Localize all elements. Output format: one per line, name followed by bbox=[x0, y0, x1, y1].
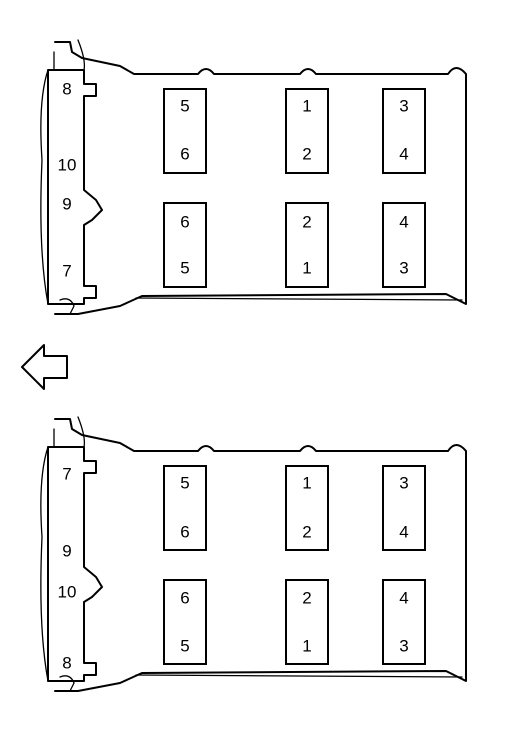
bolt-number: 3 bbox=[399, 258, 408, 277]
bolt-number: 4 bbox=[399, 588, 408, 607]
upper-cylinder-head: 5 6 1 2 3 4 6 5 2 1 4 3 8 10 9 7 bbox=[40, 39, 467, 315]
bolt-number: 3 bbox=[399, 96, 408, 115]
side-bolt-number: 9 bbox=[62, 194, 71, 213]
left-arrow-icon bbox=[21, 344, 68, 390]
bolt-number: 2 bbox=[302, 144, 311, 163]
bolt-number: 1 bbox=[302, 258, 311, 277]
bolt-number: 5 bbox=[180, 636, 189, 655]
side-bolt-number: 7 bbox=[62, 261, 71, 280]
side-bolt-number: 10 bbox=[58, 155, 77, 174]
bolt-box bbox=[285, 465, 329, 551]
bolt-number: 5 bbox=[180, 96, 189, 115]
bolt-box bbox=[382, 579, 426, 665]
side-bolt-number: 7 bbox=[62, 464, 71, 483]
bolt-box bbox=[285, 202, 329, 288]
flange-outline bbox=[47, 69, 103, 305]
bolt-box bbox=[163, 88, 207, 174]
bolt-number: 6 bbox=[180, 144, 189, 163]
bolt-box bbox=[382, 88, 426, 174]
bolt-number: 5 bbox=[180, 473, 189, 492]
bolt-number: 2 bbox=[302, 588, 311, 607]
bolt-number: 3 bbox=[399, 636, 408, 655]
bolt-number: 2 bbox=[302, 522, 311, 541]
bolt-box bbox=[163, 465, 207, 551]
bolt-box bbox=[285, 579, 329, 665]
bolt-box bbox=[382, 465, 426, 551]
bolt-box bbox=[382, 202, 426, 288]
bolt-number: 1 bbox=[302, 96, 311, 115]
bolt-box bbox=[163, 202, 207, 288]
bolt-number: 4 bbox=[399, 522, 408, 541]
bolt-number: 6 bbox=[180, 522, 189, 541]
bolt-box bbox=[163, 579, 207, 665]
bolt-number: 3 bbox=[399, 473, 408, 492]
bolt-number: 6 bbox=[180, 212, 189, 231]
bolt-number: 6 bbox=[180, 588, 189, 607]
bolt-number: 1 bbox=[302, 473, 311, 492]
bolt-number: 5 bbox=[180, 258, 189, 277]
bolt-number: 4 bbox=[399, 144, 408, 163]
bolt-box bbox=[285, 88, 329, 174]
bolt-number: 1 bbox=[302, 636, 311, 655]
lower-cylinder-head: 5 6 1 2 3 4 6 5 2 1 4 3 7 9 10 8 bbox=[40, 416, 467, 692]
side-bolt-number: 8 bbox=[62, 79, 71, 98]
side-bolt-number: 8 bbox=[62, 653, 71, 672]
head-outline bbox=[54, 41, 467, 315]
flange-outline bbox=[47, 446, 103, 682]
bolt-number: 2 bbox=[302, 212, 311, 231]
side-bolt-number: 9 bbox=[62, 541, 71, 560]
head-outline bbox=[54, 418, 467, 692]
side-bolt-number: 10 bbox=[58, 582, 77, 601]
bolt-number: 4 bbox=[399, 212, 408, 231]
